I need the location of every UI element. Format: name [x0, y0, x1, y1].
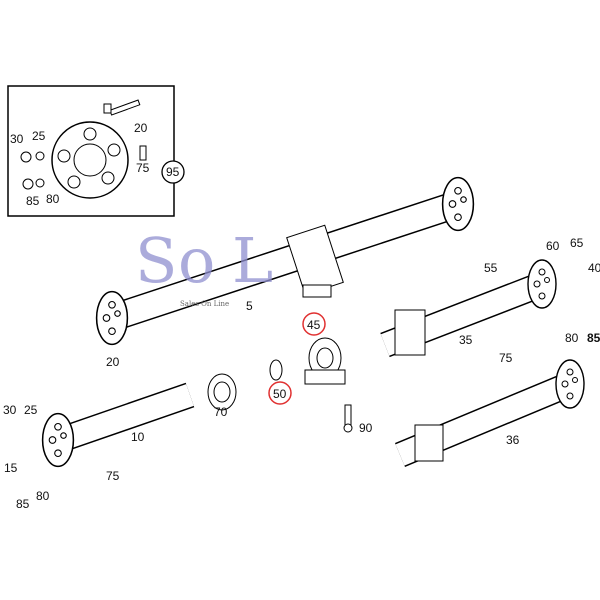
svg-text:S: S	[135, 224, 177, 297]
screw-icon	[139, 145, 147, 161]
svg-text:o: o	[178, 224, 215, 297]
boot-icon	[207, 373, 237, 411]
label-95: 95	[166, 165, 180, 179]
drive-shaft-35	[380, 259, 557, 358]
label-5: 5	[246, 299, 253, 313]
label-25: 25	[32, 129, 46, 143]
drive-shaft-5	[95, 176, 475, 346]
nut-icon	[20, 151, 45, 190]
label-36: 36	[506, 433, 520, 447]
sol-logo: S o L Sales On Line	[135, 224, 273, 308]
bolt-icon	[103, 99, 141, 116]
label-85-right: 85	[587, 331, 600, 345]
drive-shaft-36	[395, 359, 585, 467]
callout-circle-45	[302, 312, 326, 336]
label-85: 85	[26, 194, 40, 208]
label-15: 15	[4, 461, 18, 475]
label-85-left: 85	[16, 497, 30, 511]
label-50: 50	[273, 387, 287, 401]
callout-circle-50	[268, 381, 292, 405]
label-25: 25	[24, 403, 38, 417]
labels: 5 55 60 65 40 35 75 80 85 45 50 90 70 20…	[3, 236, 600, 511]
label-20: 20	[134, 121, 148, 135]
label-30: 30	[10, 132, 24, 146]
bolt-90	[343, 404, 353, 433]
label-80-right: 80	[565, 331, 579, 345]
label-80: 80	[46, 192, 60, 206]
svg-text:Sales On Line: Sales On Line	[180, 300, 229, 308]
inset-kit-box: 20 30 25 75 95 85 80	[7, 85, 185, 217]
label-75-left: 75	[106, 469, 120, 483]
flex-disc	[51, 121, 129, 199]
label-70: 70	[214, 405, 228, 419]
center-bearing	[304, 337, 346, 385]
ring-icon	[269, 359, 283, 381]
label-60: 60	[546, 239, 560, 253]
label-55: 55	[484, 261, 498, 275]
label-20: 20	[106, 355, 120, 369]
label-10: 10	[131, 430, 145, 444]
label-75-right: 75	[499, 351, 513, 365]
label-65: 65	[570, 236, 584, 250]
label-90: 90	[359, 421, 373, 435]
label-40: 40	[588, 261, 600, 275]
drive-shaft-10	[41, 382, 195, 468]
callout-circle-95	[161, 160, 185, 184]
label-30: 30	[3, 403, 17, 417]
label-75: 75	[136, 161, 150, 175]
label-45: 45	[307, 318, 321, 332]
label-80-left: 80	[36, 489, 50, 503]
svg-text:L: L	[232, 224, 273, 297]
label-35: 35	[459, 333, 473, 347]
